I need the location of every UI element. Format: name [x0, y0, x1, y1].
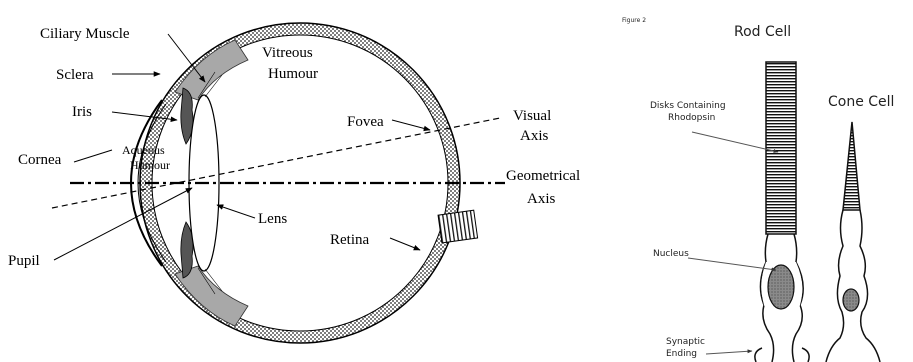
- disks-label-2: Rhodopsin: [668, 113, 715, 123]
- cone-cell: [826, 122, 880, 362]
- fovea-label: Fovea: [347, 114, 384, 130]
- eye-diagram: Ciliary Muscle Sclera Iris Cornea Aqueou…: [8, 23, 580, 343]
- retina-label: Retina: [330, 232, 369, 248]
- visual-axis-label-1: Visual: [513, 108, 551, 124]
- rod-outer-segment: [766, 62, 796, 234]
- sclera-label: Sclera: [56, 67, 94, 83]
- photoreceptor-diagram: Figure 2 Rod Cell Cone Cell Disks Contai…: [622, 17, 894, 362]
- synaptic-label-2: Ending: [666, 349, 697, 359]
- rod-nucleus: [768, 265, 794, 309]
- ciliary-muscle-label: Ciliary Muscle: [40, 26, 130, 42]
- rod-cell-title: Rod Cell: [734, 24, 791, 40]
- cone-cell-title: Cone Cell: [828, 94, 894, 110]
- aqueous-humour-label-1: Aqueous: [122, 143, 165, 157]
- vitreous-humour-label-2: Humour: [268, 66, 318, 82]
- cone-nucleus: [843, 289, 859, 311]
- lens-label: Lens: [258, 211, 287, 227]
- cornea-label: Cornea: [18, 152, 62, 168]
- cone-outer-segment: [843, 122, 860, 210]
- disks-pointer: [692, 132, 778, 152]
- synaptic-pointer: [706, 351, 752, 354]
- synaptic-label-1: Synaptic: [666, 337, 705, 347]
- visual-axis-label-2: Axis: [520, 128, 549, 144]
- vitreous-humour-label-1: Vitreous: [262, 45, 313, 61]
- iris-label: Iris: [72, 104, 92, 120]
- cornea-pointer: [74, 150, 112, 162]
- geometrical-axis-label-1: Geometrical: [506, 168, 580, 184]
- nucleus-label: Nucleus: [653, 249, 689, 259]
- pupil-label: Pupil: [8, 253, 40, 269]
- aqueous-humour-label-2: Humour: [130, 158, 170, 172]
- geometrical-axis-label-2: Axis: [527, 191, 556, 207]
- disks-label-1: Disks Containing: [650, 101, 726, 111]
- figure-label: Figure 2: [622, 17, 646, 24]
- rod-cell: [755, 62, 809, 362]
- optic-nerve: [438, 210, 478, 243]
- nucleus-pointer: [688, 258, 776, 270]
- cone-inner-body: [826, 210, 880, 362]
